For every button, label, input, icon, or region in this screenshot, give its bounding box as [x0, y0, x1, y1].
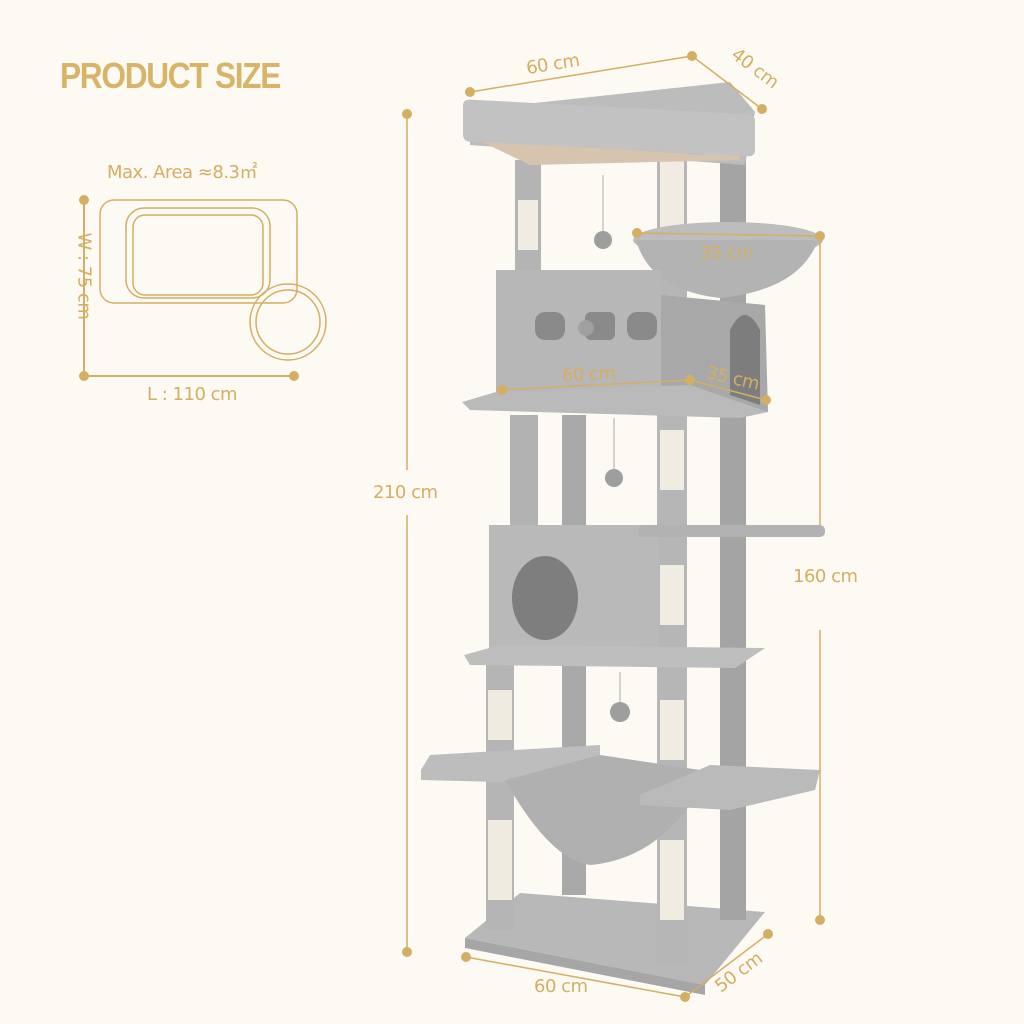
dim-dot	[79, 195, 89, 205]
cat-tree	[421, 82, 825, 995]
max-area-label: Max. Area ≈8.3㎡	[107, 162, 258, 183]
base-length-label: 60 cm	[534, 976, 588, 997]
mid-height-label: 160 cm	[793, 566, 858, 587]
condo-length-label: 60 cm	[561, 362, 617, 387]
footprint-length-label: L : 110 cm	[147, 384, 238, 405]
footprint-diagram	[83, 199, 327, 377]
dimension-lines	[406, 55, 821, 998]
basket-diameter-label: 35 cm	[700, 243, 754, 264]
page-title: PRODUCT SIZE	[60, 55, 281, 96]
total-height-label: 210 cm	[373, 482, 438, 503]
